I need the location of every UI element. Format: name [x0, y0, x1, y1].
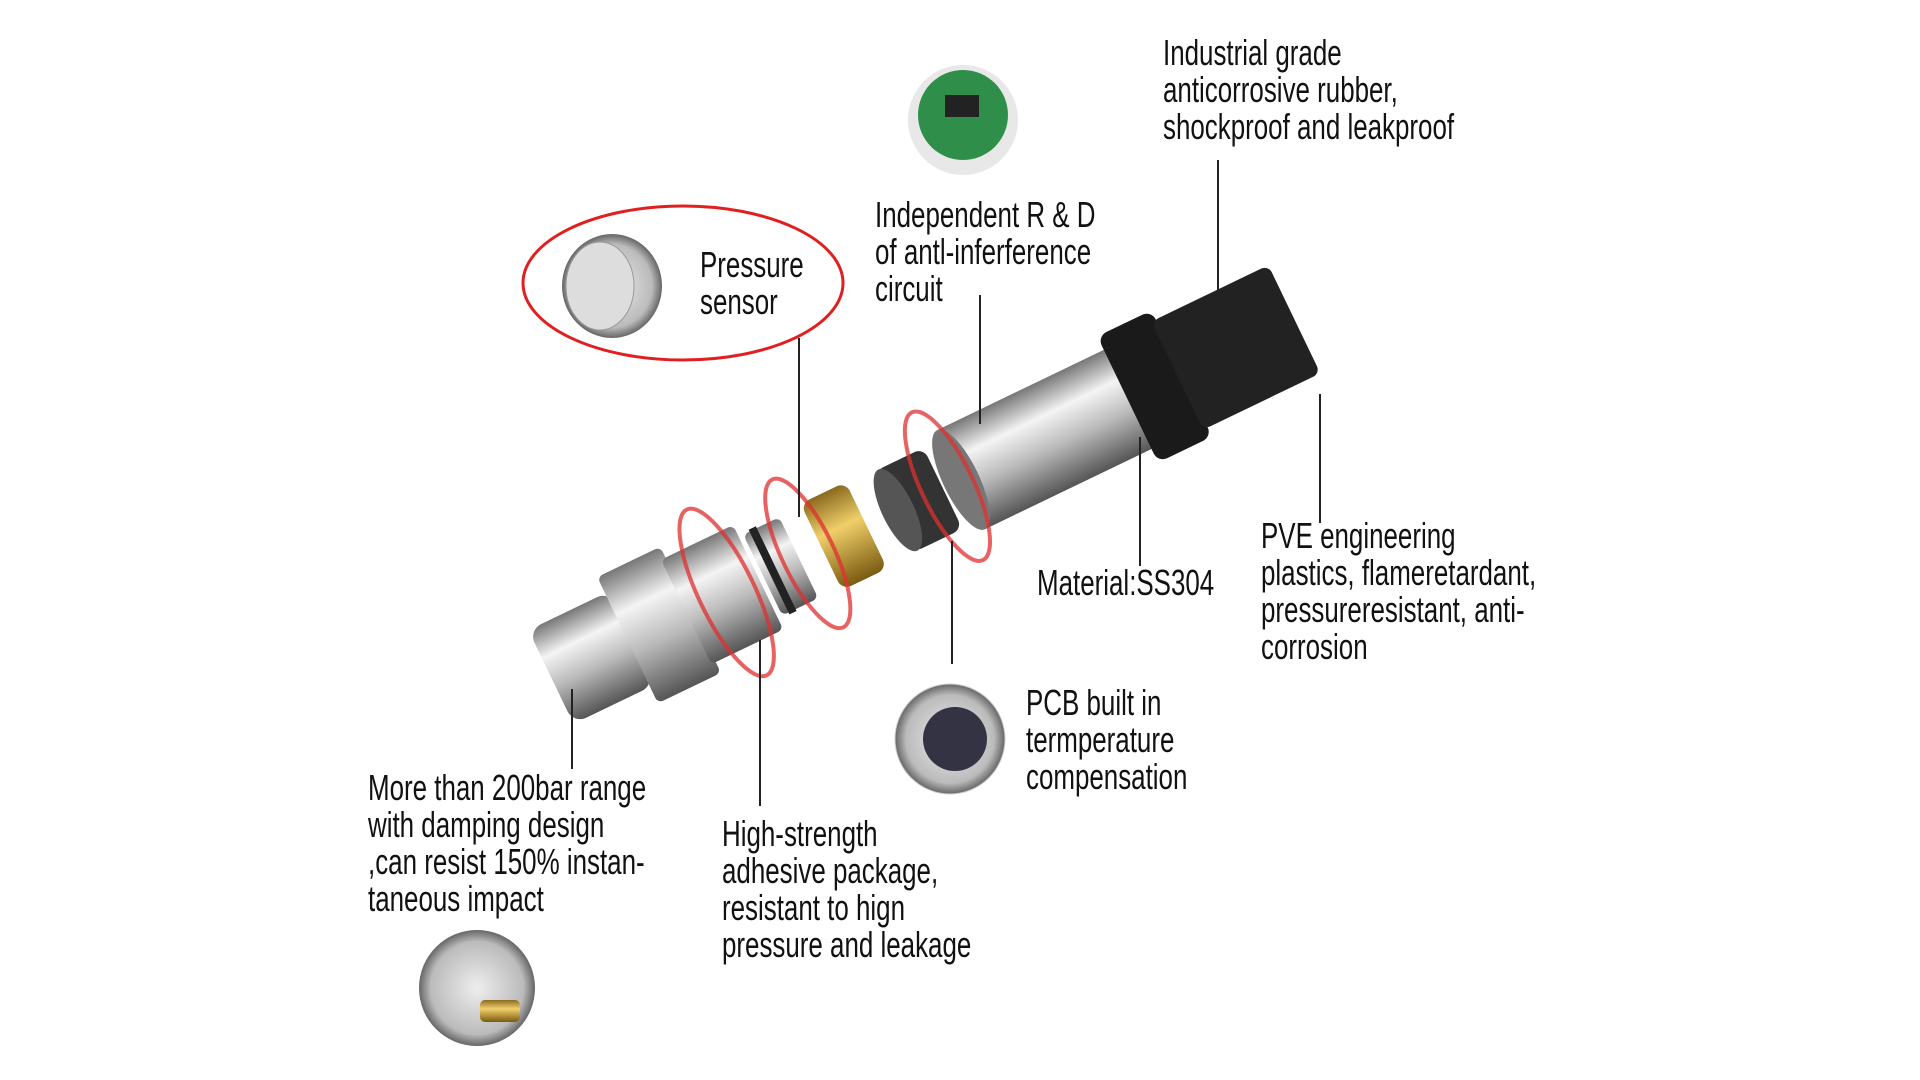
callout-circuit: Independent R & D of antl-inferference c…	[875, 196, 1095, 307]
callout-line: High-strength	[722, 813, 878, 854]
callout-line: adhesive package,	[722, 850, 939, 891]
leader-line-rubber	[1217, 160, 1219, 295]
callout-pcb: PCB built in termperature compensation	[1026, 684, 1187, 795]
din-connector	[1153, 267, 1318, 428]
callout-line: taneous impact	[368, 878, 544, 919]
pressure-sensor-highlight-ellipse	[521, 204, 845, 362]
callout-line: PVE engineering	[1261, 515, 1456, 556]
callout-line: More than 200bar range	[368, 767, 647, 808]
callout-line: circuit	[875, 268, 943, 309]
callout-line: compensation	[1026, 756, 1188, 797]
leader-line-range	[571, 689, 573, 769]
hex-nut	[599, 548, 719, 702]
leader-line-circuit	[979, 295, 981, 424]
port-thumbnail	[419, 930, 535, 1046]
leader-line-sensor	[798, 338, 800, 517]
callout-plastics: PVE engineering plastics, flameretardant…	[1261, 517, 1536, 665]
callout-adhesive: High-strength adhesive package, resistan…	[722, 815, 971, 963]
callout-line: termperature	[1026, 719, 1175, 760]
callout-line: pressure and leakage	[722, 924, 972, 965]
o-ring	[748, 526, 797, 615]
callout-material: Material:SS304	[1037, 564, 1214, 601]
brass-ring	[803, 485, 884, 587]
callout-line: sensor	[700, 281, 778, 322]
callout-rubber: Industrial grade anticorrosive rubber, s…	[1163, 34, 1454, 145]
callout-sensor: Pressure sensor	[700, 246, 804, 320]
callout-line: anticorrosive rubber,	[1163, 69, 1398, 110]
callout-line: Pressure	[700, 244, 804, 285]
callout-line: corrosion	[1261, 626, 1368, 667]
thread-port	[533, 595, 650, 720]
callout-line: with damping design	[368, 804, 605, 845]
rubber-gland	[1100, 313, 1209, 460]
callout-line: plastics, flameretardant,	[1261, 552, 1537, 593]
leader-line-plastics	[1319, 394, 1321, 523]
callout-line: resistant to hign	[722, 887, 905, 928]
callout-line: ,can resist 150% instan-	[368, 841, 645, 882]
callout-range: More than 200bar range with damping desi…	[368, 769, 646, 917]
callout-line: pressureresistant, anti-	[1261, 589, 1525, 630]
highlight-rings	[677, 409, 993, 679]
callout-line: of antl-inferference	[875, 231, 1092, 272]
leader-line-material	[1139, 437, 1141, 566]
callout-line: Independent R & D	[875, 194, 1096, 235]
leader-line-pcb	[951, 541, 953, 664]
housing-tube	[934, 347, 1159, 530]
sensor-assembly	[533, 267, 1318, 720]
callout-line: Material:SS304	[1037, 562, 1215, 603]
callout-line: shockproof and leakproof	[1163, 106, 1455, 147]
callout-line: PCB built in	[1026, 682, 1162, 723]
callout-line: Industrial grade	[1163, 32, 1342, 73]
threaded-body	[662, 527, 782, 663]
leader-line-adhesive	[759, 640, 761, 806]
